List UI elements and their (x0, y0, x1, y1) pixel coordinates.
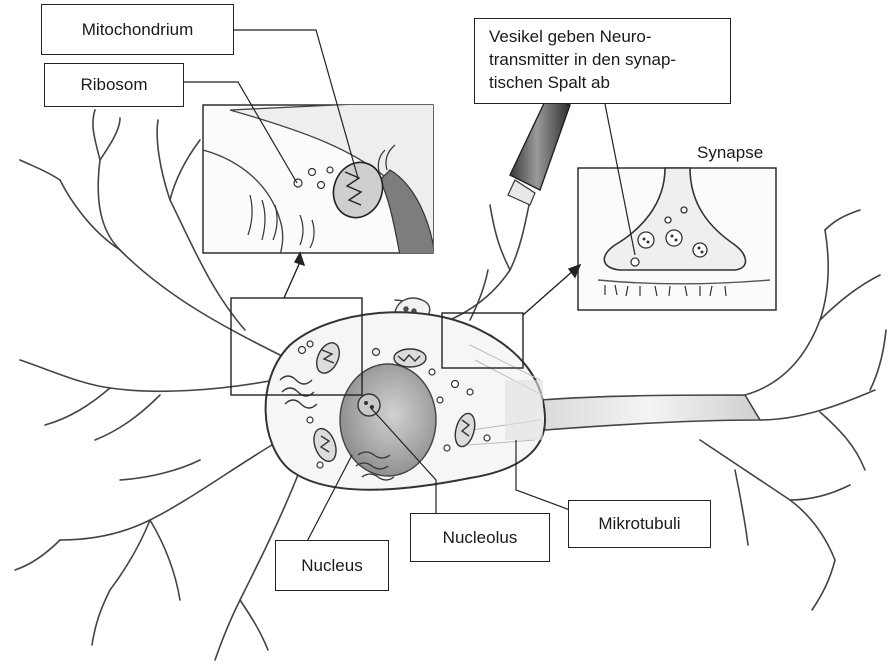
inset-synapse (578, 168, 776, 310)
nucleus-shape (340, 364, 436, 476)
label-vesikel-line-1: Vesikel geben Neuro- (489, 25, 720, 48)
nucleolus-shape (358, 394, 380, 416)
label-ribosom: Ribosom (44, 63, 184, 107)
axon (540, 395, 760, 430)
label-mikrotubuli: Mikrotubuli (568, 500, 711, 548)
electrode (508, 95, 570, 205)
label-vesikel-line-3: tischen Spalt ab (489, 71, 720, 94)
label-synapse: Synapse (697, 143, 763, 163)
label-nucleus: Nucleus (275, 540, 389, 591)
zoom-arrows (284, 253, 580, 315)
label-vesikel: Vesikel geben Neuro- transmitter in den … (474, 18, 731, 104)
label-mitochondrium: Mitochondrium (41, 4, 234, 55)
label-vesikel-line-2: transmitter in den synap- (489, 48, 720, 71)
cell-body (266, 312, 545, 490)
inset-organelles (203, 100, 440, 260)
label-nucleolus: Nucleolus (410, 513, 550, 562)
